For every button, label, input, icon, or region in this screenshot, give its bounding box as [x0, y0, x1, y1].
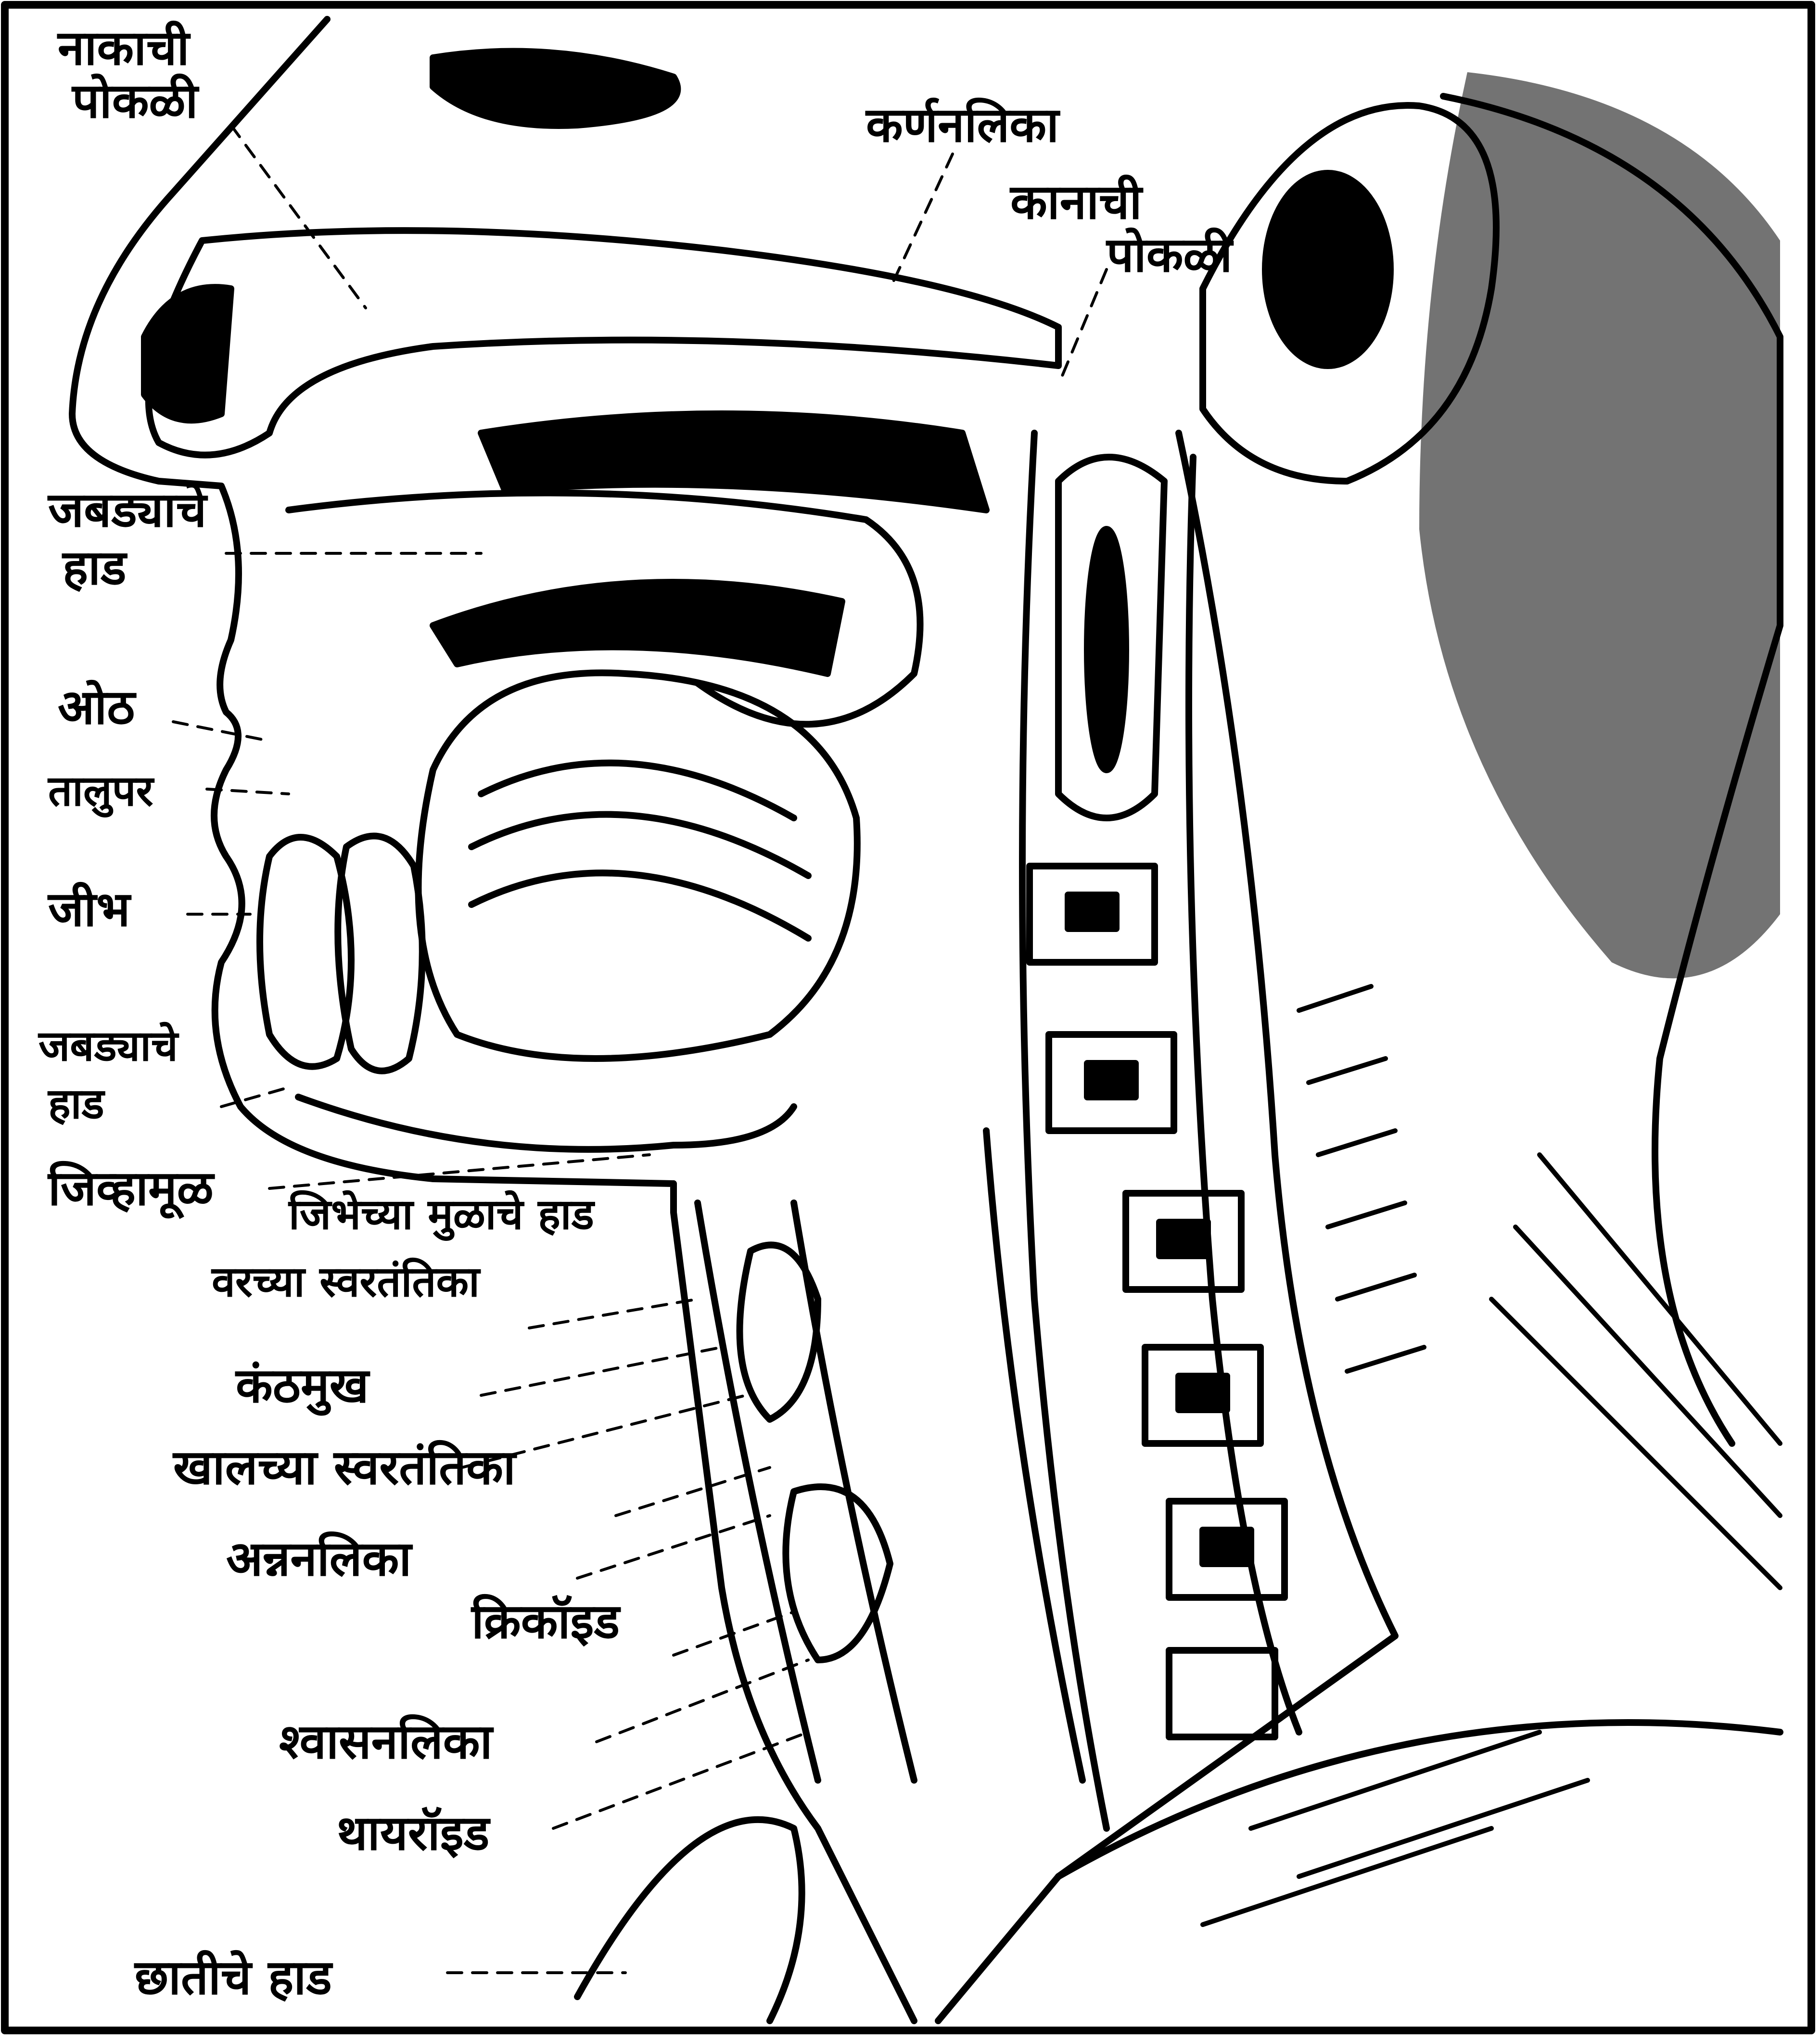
tongue-inner-3 [471, 873, 808, 938]
vertebra-1-core [1068, 895, 1116, 929]
label-esophagus: अन्ननलिका [226, 1535, 411, 1583]
label-tongue-root-bone: जिभेच्या मुळाचे हाड [289, 1193, 594, 1236]
label-sternum: छातीचे हाड [135, 1953, 332, 2002]
label-upper-jaw-2: हाड [63, 544, 127, 592]
label-thyroid: थायरॉइड [337, 1809, 489, 1857]
tongue-inner-2 [471, 815, 808, 876]
vertebra-2-core [1087, 1063, 1135, 1097]
nasal-shade [144, 287, 231, 420]
label-epiglottis: जिव्हामूळ [48, 1164, 214, 1212]
vertebra-5-core [1203, 1530, 1251, 1564]
label-nasal-cavity-1: नाकाची [58, 24, 190, 72]
label-ear-cavity-2: पोकळी [1107, 231, 1232, 279]
vertebra-4-core [1179, 1376, 1227, 1410]
label-larynx: कंठमुख [236, 1362, 369, 1410]
vertebra-6 [1169, 1650, 1275, 1737]
vertebra-3-core [1159, 1222, 1208, 1256]
hair-mass [1419, 72, 1780, 978]
lower-jaw [298, 1097, 794, 1149]
label-nasal-cavity-2: पोकळी [72, 77, 198, 125]
upper-vertebra-core [1087, 529, 1126, 770]
leader-lines [173, 125, 1107, 1973]
label-tongue: जीभ [48, 885, 130, 933]
thyroid-shape [786, 1487, 890, 1660]
label-lower-vocal-cords: खालच्या स्वरतंतिका [173, 1443, 516, 1492]
neck-hatching [1203, 986, 1780, 1925]
sternum-shape [577, 1820, 802, 2021]
label-upper-vocal-cords: वरच्या स्वरतंतिका [212, 1261, 480, 1303]
label-ear-tube: कर्णनलिका [866, 101, 1059, 149]
ear-canal [1265, 173, 1390, 366]
label-trachea: श्वासनलिका [279, 1718, 493, 1766]
oral-roof-dark [433, 582, 842, 674]
label-upper-jaw-1: जबड्याचे [48, 486, 206, 534]
tongue-inner-1 [481, 763, 794, 818]
label-lips: ओठ [58, 683, 135, 731]
label-cricoid: क्रिकॉइड [471, 1597, 620, 1646]
label-palate: तालुपर [48, 770, 153, 812]
label-ear-cavity-1: कानाची [1010, 178, 1142, 226]
esophagus-tube [986, 1131, 1082, 1780]
eye-shape [433, 51, 677, 126]
label-lower-jaw-1: जबड्याचे [38, 1025, 178, 1067]
label-lower-jaw-2: हाड [48, 1083, 104, 1125]
larynx-shape [740, 1245, 818, 1420]
